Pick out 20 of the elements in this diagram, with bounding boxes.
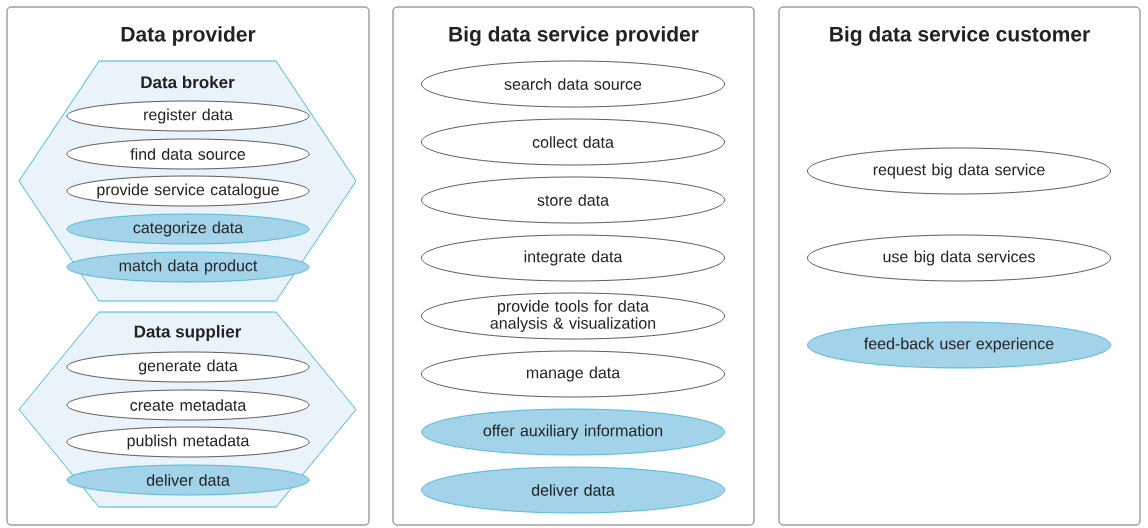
activity-oval: match data product [66,251,310,283]
activity-oval: search data source [421,60,725,108]
activity-oval: generate data [66,351,310,383]
activity-oval: feed-back user experience [807,321,1111,369]
activity-oval: integrate data [421,234,725,282]
activity-oval: request big data service [807,147,1111,195]
activity-oval: categorize data [66,213,310,245]
activity-oval: store data [421,176,725,224]
activity-oval: register data [66,100,310,132]
activity-oval: create metadata [66,389,310,421]
activity-oval: manage data [421,350,725,398]
activity-oval: use big data services [807,234,1111,282]
activity-oval: deliver data [421,466,725,514]
activity-oval: provide service catalogue [66,175,310,207]
activity-oval: collect data [421,118,725,166]
activity-oval: offer auxiliary information [421,408,725,456]
activity-oval: publish metadata [66,426,310,458]
activity-oval: deliver data [66,464,310,496]
activity-oval: provide tools for data analysis & visualization [421,292,725,340]
activity-oval: find data source [66,138,310,170]
